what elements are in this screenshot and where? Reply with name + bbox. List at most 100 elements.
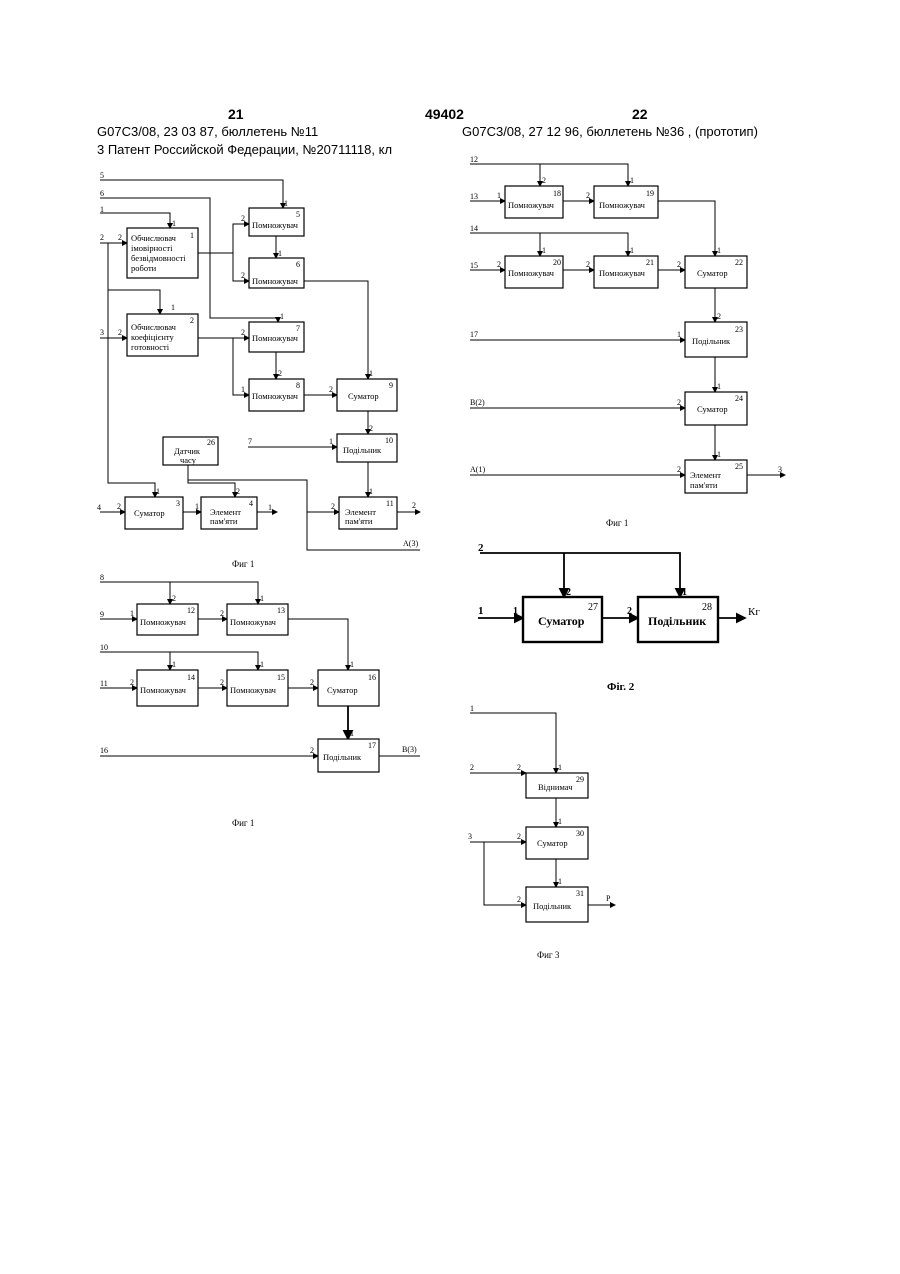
block-3-label: Суматор [134, 508, 165, 518]
block-12-number: 12 [187, 606, 195, 615]
block-16-label: Суматор [327, 685, 358, 695]
figure-1-right: Помножувач 18 Помножувач 19 Помножувач 2… [470, 155, 785, 528]
svg-text:1: 1 [284, 199, 288, 208]
block-7-label: Помножувач [252, 333, 299, 343]
svg-text:1: 1 [156, 487, 160, 496]
block-25-label-1: Элемент [690, 470, 721, 480]
svg-text:1: 1 [682, 587, 687, 598]
block-1-label-2: імовірності [131, 243, 173, 253]
svg-text:2: 2 [677, 398, 681, 407]
block-31-label: Подільник [533, 901, 572, 911]
fig3-input-1-label: 1 [470, 704, 474, 713]
block-23-number: 23 [735, 325, 743, 334]
svg-text:2: 2 [241, 328, 245, 337]
svg-text:1: 1 [195, 502, 199, 511]
svg-text:2: 2 [677, 260, 681, 269]
block-15-label: Помножувач [230, 685, 277, 695]
svg-text:1: 1 [260, 594, 264, 603]
svg-text:1: 1 [513, 606, 518, 617]
svg-text:2: 2 [586, 260, 590, 269]
block-2-number: 2 [190, 316, 194, 325]
block-14-label: Помножувач [140, 685, 187, 695]
svg-text:1: 1 [677, 330, 681, 339]
svg-text:2: 2 [586, 191, 590, 200]
svg-text:1: 1 [558, 817, 562, 826]
input-1-label: 1 [100, 205, 104, 214]
svg-text:2: 2 [220, 609, 224, 618]
output-b3-label: B(3) [402, 745, 417, 754]
svg-text:2: 2 [627, 606, 632, 617]
figure-1-top-left: Обчислювач імовірності безвідмовності ро… [97, 171, 420, 569]
svg-text:2: 2 [517, 895, 521, 904]
svg-text:2: 2 [369, 424, 373, 433]
input-b2-label: B(2) [470, 398, 485, 407]
block-30-number: 30 [576, 829, 584, 838]
block-28-label: Подільник [648, 614, 706, 628]
svg-text:1: 1 [630, 176, 634, 185]
block-18-number: 18 [553, 189, 561, 198]
svg-text:2: 2 [172, 594, 176, 603]
output-a3-label: A(3) [403, 539, 418, 548]
fig2-output-label: Кг [748, 606, 760, 618]
figure-1-bottom-left: Помножувач 12 Помножувач 13 Помножувач 1… [100, 573, 420, 828]
svg-text:2: 2 [118, 328, 122, 337]
block-27-number: 27 [588, 602, 598, 613]
svg-text:1: 1 [717, 450, 721, 459]
svg-text:2: 2 [130, 678, 134, 687]
svg-text:1: 1 [171, 303, 175, 312]
svg-text:2: 2 [677, 465, 681, 474]
input-2-label: 2 [100, 233, 104, 242]
input-13-label: 13 [470, 192, 478, 201]
block-26-label-2: часу [180, 455, 197, 465]
input-6-label: 6 [100, 189, 104, 198]
fig3-input-2-label: 2 [470, 763, 474, 772]
figure-1a-caption: Фиг 1 [232, 559, 254, 569]
svg-text:2: 2 [497, 260, 501, 269]
block-13-label: Помножувач [230, 617, 277, 627]
svg-text:2: 2 [241, 214, 245, 223]
figure-2: Суматор 27 Подільник 28 1 2 Кг 1 2 2 1 Ф… [478, 542, 760, 693]
svg-text:1: 1 [542, 246, 546, 255]
block-17-label: Подільник [323, 752, 362, 762]
input-7-label: 7 [248, 437, 252, 446]
block-4-label-2: пам'яти [210, 516, 238, 526]
block-26-number: 26 [207, 438, 215, 447]
block-31-number: 31 [576, 889, 584, 898]
svg-text:2: 2 [241, 271, 245, 280]
figure-2-caption: Фіг. 2 [607, 681, 635, 693]
output-1-label: 1 [268, 503, 272, 512]
svg-text:2: 2 [278, 369, 282, 378]
input-5-label: 5 [100, 171, 104, 180]
block-1-label-4: роботи [131, 263, 157, 273]
block-12-label: Помножувач [140, 617, 187, 627]
input-14-label: 14 [470, 224, 478, 233]
figure-1b-caption: Фиг 1 [232, 818, 254, 828]
svg-text:2: 2 [236, 487, 240, 496]
svg-text:1: 1 [350, 660, 354, 669]
block-28-number: 28 [702, 602, 712, 613]
svg-text:2: 2 [118, 233, 122, 242]
input-10-label: 10 [100, 643, 108, 652]
input-9-label: 9 [100, 610, 104, 619]
svg-text:2: 2 [517, 763, 521, 772]
block-20-label: Помножувач [508, 268, 555, 278]
block-17-number: 17 [368, 741, 376, 750]
input-17-label: 17 [470, 330, 478, 339]
svg-text:1: 1 [280, 312, 284, 321]
block-10-label: Подільник [343, 445, 382, 455]
svg-text:1: 1 [329, 437, 333, 446]
svg-text:1: 1 [278, 249, 282, 258]
fig3-input-3-label: 3 [468, 832, 472, 841]
block-21-number: 21 [646, 258, 654, 267]
svg-text:1: 1 [369, 487, 373, 496]
svg-text:2: 2 [717, 312, 721, 321]
block-18-label: Помножувач [508, 200, 555, 210]
input-3-label: 3 [100, 328, 104, 337]
block-1-label-1: Обчислювач [131, 233, 177, 243]
block-14-number: 14 [187, 673, 195, 682]
block-19-number: 19 [646, 189, 654, 198]
input-8-label: 8 [100, 573, 104, 582]
block-21-label: Помножувач [599, 268, 646, 278]
block-1-label-3: безвідмовності [131, 253, 186, 263]
